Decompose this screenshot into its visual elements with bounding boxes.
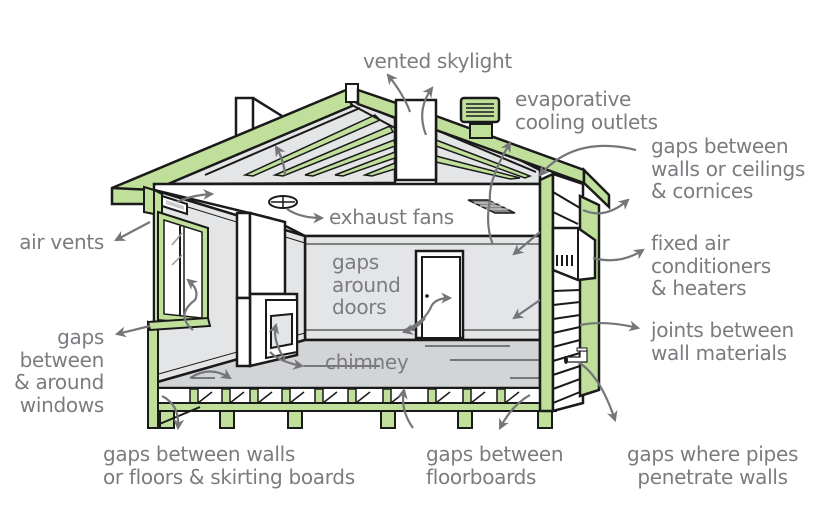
- label-line: walls or ceilings: [651, 156, 805, 181]
- label-line: gaps: [332, 250, 379, 274]
- arrow-cornices-out: [582, 198, 630, 215]
- label-gaps-walls-ceilings-cornices: gaps between walls or ceilings & cornice…: [651, 135, 805, 203]
- label-line: conditioners: [651, 253, 771, 278]
- arrow-skylight-2: [421, 86, 434, 136]
- label-line: floorboards: [426, 464, 537, 489]
- window-icon: [146, 210, 212, 332]
- label-line: around: [332, 272, 401, 297]
- label-joints-between-wall-materials: joints between wall materials: [651, 319, 794, 364]
- label-line: gaps where pipes: [627, 442, 799, 466]
- arrow-chimney: [269, 351, 305, 370]
- arrow-chimney-up: [268, 322, 286, 361]
- arrow-skirting-floor: [189, 368, 232, 380]
- label-line: gaps: [57, 325, 104, 349]
- label-air-vents: air vents: [19, 231, 104, 254]
- tap-icon: [564, 347, 588, 364]
- arrow-gaps-ceilings-in: [538, 144, 637, 177]
- arrow-pipes: [577, 361, 618, 423]
- arrow-air-vent-in: [176, 188, 215, 203]
- exhaust-fan-icon: [268, 195, 298, 209]
- arrow-door-back: [401, 317, 426, 335]
- label-gaps-where-pipes-penetrate: gaps where pipes penetrate walls: [627, 443, 798, 488]
- label-line: & heaters: [651, 276, 747, 300]
- vented-skylight-shaft: [394, 98, 438, 182]
- label-line: gaps between: [651, 134, 789, 158]
- label-line: cooling outlets: [515, 109, 658, 134]
- label-evaporative-cooling-outlets: evaporative cooling outlets: [515, 88, 658, 133]
- label-line: wall materials: [651, 340, 787, 365]
- arrow-air-vents: [114, 221, 151, 242]
- arrow-roof-left: [274, 145, 287, 176]
- arrow-skylight-1: [386, 73, 412, 113]
- arrow-back-wall-1: [512, 231, 541, 256]
- arrow-floorboards-up: [396, 387, 414, 429]
- label-exhaust-fans: exhaust fans: [329, 206, 454, 229]
- label-line: & around: [14, 370, 104, 394]
- arrow-exhaust-fans: [286, 208, 325, 224]
- arrow-door: [404, 292, 453, 332]
- label-line: exhaust fans: [329, 205, 454, 229]
- label-line: air vents: [19, 230, 104, 254]
- label-gaps-between-around-windows: gaps between & around windows: [14, 326, 104, 416]
- label-line: penetrate walls: [637, 464, 788, 489]
- door-icon: [414, 249, 465, 340]
- roof-underside-left: [149, 98, 397, 186]
- label-line: evaporative: [515, 87, 632, 111]
- arrow-joints: [579, 320, 641, 332]
- label-line: vented skylight: [363, 49, 512, 73]
- evaporative-cooler-icon: [459, 96, 501, 139]
- label-line: fixed air: [651, 231, 730, 255]
- right-wall-cutaway: [538, 172, 601, 413]
- arrow-floorboards: [498, 394, 531, 430]
- label-line: & cornices: [651, 179, 754, 203]
- floor-joists: [149, 387, 557, 429]
- label-line: chimney: [325, 350, 409, 374]
- arrow-air-conditioner: [592, 248, 645, 262]
- arrow-skirting: [161, 395, 185, 431]
- label-line: or floors & skirting boards: [103, 464, 355, 489]
- label-line: gaps between walls: [103, 442, 296, 466]
- ceiling-vent-grille-icon: [467, 199, 516, 214]
- rear-chimney-stack: [234, 96, 283, 138]
- label-line: windows: [19, 392, 105, 417]
- label-chimney: chimney: [325, 350, 409, 374]
- air-flow-arrows: [114, 73, 645, 431]
- fireplace-icon: [235, 211, 299, 368]
- label-line: doors: [332, 295, 387, 319]
- label-fixed-air-conditioners-heaters: fixed air conditioners & heaters: [651, 232, 771, 300]
- label-gaps-around-doors: gaps around doors: [332, 251, 401, 319]
- label-line: between: [19, 347, 105, 372]
- label-line: joints between: [651, 318, 794, 342]
- label-gaps-walls-floors-skirting: gaps between walls or floors & skirting …: [103, 443, 355, 488]
- label-vented-skylight: vented skylight: [363, 50, 512, 73]
- arrow-window-inside: [183, 278, 199, 331]
- arrow-back-wall-2: [512, 299, 541, 320]
- label-line: gaps between: [426, 442, 564, 466]
- air-conditioner-icon: [551, 226, 597, 282]
- arrow-evaporative: [486, 141, 512, 246]
- label-gaps-between-floorboards: gaps between floorboards: [426, 442, 564, 489]
- arrow-windows: [114, 324, 151, 338]
